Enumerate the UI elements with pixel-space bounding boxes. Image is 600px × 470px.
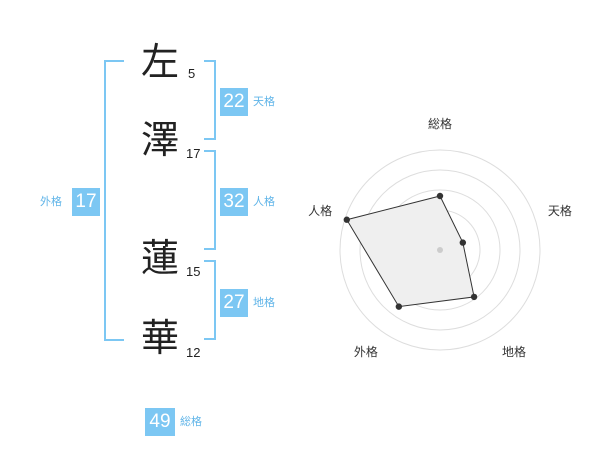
tenkaku-bracket	[204, 60, 216, 140]
name-char-3: 蓮	[141, 236, 180, 280]
radar-center-dot	[437, 247, 443, 253]
radar-axis-label-0: 総格	[428, 116, 452, 131]
jinkaku-bracket	[204, 150, 216, 250]
radar-ring-5	[339, 149, 541, 351]
radar-ring-4	[359, 169, 521, 331]
radar-axis-label-2: 地格	[502, 344, 526, 359]
radar-axis-label-3: 外格	[354, 344, 378, 359]
radar-point-2	[470, 293, 478, 301]
radar-axis-label-4: 人格	[308, 203, 332, 218]
soukaku-value: 49	[145, 408, 175, 436]
chikaku-bracket	[204, 260, 216, 340]
gaikaku-bracket	[104, 60, 124, 341]
radar-point-0	[436, 192, 444, 200]
jinkaku-label: 人格	[253, 195, 275, 208]
name-char-1: 左	[141, 40, 180, 84]
radar-points	[343, 192, 478, 310]
radar-point-3	[395, 303, 403, 310]
stroke-count-1: 5	[188, 66, 196, 81]
radar-series-polygon	[346, 195, 475, 308]
stroke-count-2: 17	[186, 146, 201, 161]
stroke-count-4: 12	[186, 345, 201, 360]
gaikaku-label: 外格	[40, 195, 62, 208]
gaikaku-value: 17	[72, 188, 100, 216]
name-char-4: 華	[141, 316, 180, 360]
radar-axis-label-1: 天格	[548, 203, 572, 218]
name-char-2: 澤	[141, 118, 180, 162]
tenkaku-value: 22	[220, 88, 248, 116]
stroke-count-3: 15	[186, 264, 201, 279]
jinkaku-value: 32	[220, 188, 248, 216]
radar-point-1	[459, 239, 467, 246]
tenkaku-label: 天格	[253, 95, 275, 108]
soukaku-label: 総格	[180, 415, 202, 428]
chikaku-value: 27	[220, 289, 248, 317]
radar-point-4	[343, 216, 350, 223]
chikaku-label: 地格	[253, 296, 275, 309]
